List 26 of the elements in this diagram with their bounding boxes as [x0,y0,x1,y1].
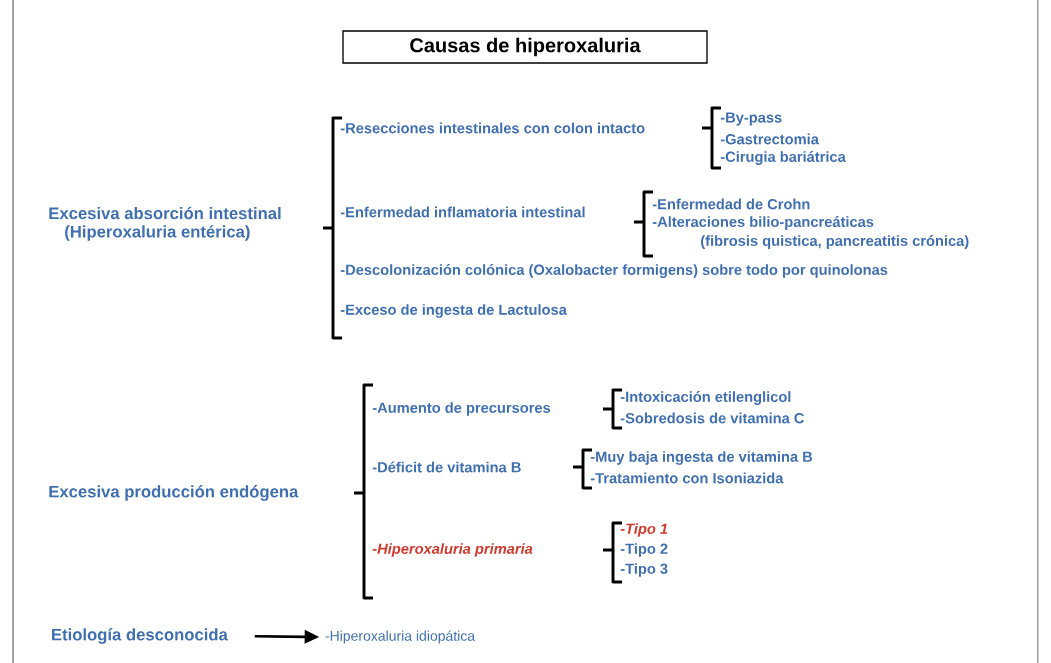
cause-label: -Enfermedad inflamatoria intestinal [340,206,585,218]
cause-label: -Tipo 2 [620,543,668,557]
cause-label: -Tratamiento con Isoniazida [590,472,784,484]
cause-label: -Cirugia bariátrica [720,151,846,165]
cause-label: -Tipo 3 [620,563,668,577]
cause-label: -Gastrectomia [720,133,819,145]
category-label: Excesiva absorción intestinal [49,206,281,220]
cause-label: -Alteraciones bilio-pancreáticas [652,216,874,230]
cause-label: (fibrosis quistica, pancreatitis crónica) [701,235,969,249]
highlighted-cause-label: -Hiperoxaluria primaria [372,543,533,557]
cause-label: -Resecciones intestinales con colon intacto [340,122,645,134]
cause-label: -Muy baja ingesta de vitamina B [590,451,813,465]
category-label: (Hiperoxaluria entérica) [65,225,250,241]
cause-label: -Aumento de precursores [372,402,551,416]
cause-label: -Enfermedad de Crohn [652,198,810,210]
cause-label: -By-pass [720,112,782,126]
title-box: Causas de hiperoxaluria [342,30,708,64]
cause-label: -Exceso de ingesta de Lactulosa [340,304,567,318]
category-label: Etiología desconocida [52,628,228,644]
cause-label: -Déficit de vitamina B [372,461,521,473]
category-label: Excesiva producción endógena [49,485,299,501]
cause-label: -Sobredosis de vitamina C [620,412,805,424]
cause-label: -Descolonización colónica (Oxalobacter formigens) sobre todo por quinolonas [340,264,888,278]
cause-label: -Hiperoxaluria idiopática [325,630,476,644]
highlighted-cause-label: -Tipo 1 [620,523,668,537]
cause-label: -Intoxicación etilenglicol [620,391,791,405]
